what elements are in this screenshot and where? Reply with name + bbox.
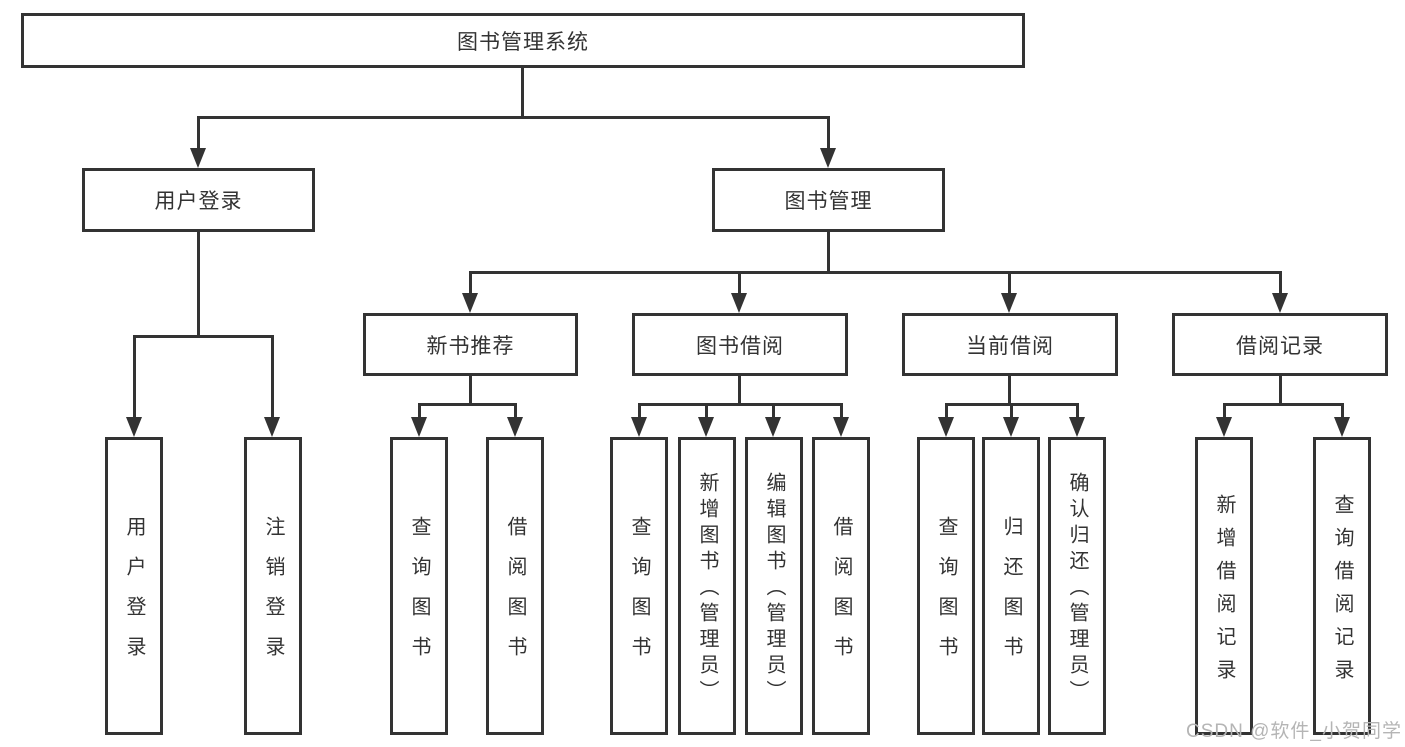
arrow-down-icon bbox=[1272, 293, 1288, 313]
connector-drop-leaf bbox=[133, 335, 136, 418]
arrow-down-icon bbox=[820, 148, 836, 168]
leaf-add-borrow-record: 新增借阅记录 bbox=[1195, 437, 1253, 735]
node-root-library-system: 图书管理系统 bbox=[21, 13, 1025, 68]
connector-drop-level3 bbox=[1279, 271, 1282, 294]
leaf-query-borrow-record: 查询借阅记录 bbox=[1313, 437, 1371, 735]
leaf-confirm-return-admin: 确认归还（管理员） bbox=[1048, 437, 1106, 735]
arrow-down-icon bbox=[1003, 417, 1019, 437]
connector-drop-leaf bbox=[945, 403, 948, 418]
leaf-query-book-3: 查询图书 bbox=[917, 437, 975, 735]
node-book-management: 图书管理 bbox=[712, 168, 945, 232]
arrow-down-icon bbox=[1001, 293, 1017, 313]
connector-drop-leaf bbox=[1076, 403, 1079, 418]
connector-recommend-branch bbox=[418, 403, 517, 406]
arrow-down-icon bbox=[507, 417, 523, 437]
connector-record-stem bbox=[1279, 376, 1282, 405]
leaf-borrow-book-1: 借阅图书 bbox=[486, 437, 544, 735]
arrow-down-icon bbox=[126, 417, 142, 437]
leaf-query-book-2: 查询图书 bbox=[610, 437, 668, 735]
node-borrow-record: 借阅记录 bbox=[1172, 313, 1388, 376]
arrow-down-icon bbox=[190, 148, 206, 168]
connector-drop-leaf bbox=[514, 403, 517, 418]
connector-borrow-branch bbox=[638, 403, 843, 406]
arrow-down-icon bbox=[631, 417, 647, 437]
leaf-edit-book-admin: 编辑图书（管理员） bbox=[745, 437, 803, 735]
arrow-down-icon bbox=[1334, 417, 1350, 437]
arrow-down-icon bbox=[833, 417, 849, 437]
connector-drop-leaf bbox=[638, 403, 641, 418]
connector-root-stem bbox=[521, 68, 524, 117]
arrow-down-icon bbox=[1216, 417, 1232, 437]
leaf-logout: 注销登录 bbox=[244, 437, 302, 735]
arrow-down-icon bbox=[731, 293, 747, 313]
connector-drop-leaf bbox=[271, 335, 274, 418]
connector-drop-level3 bbox=[1008, 271, 1011, 294]
connector-drop-leaf bbox=[1223, 403, 1226, 418]
arrow-down-icon bbox=[698, 417, 714, 437]
connector-recommend-stem bbox=[469, 376, 472, 405]
connector-userlogin-branch bbox=[133, 335, 274, 338]
node-user-login: 用户登录 bbox=[82, 168, 315, 232]
connector-current-stem bbox=[1008, 376, 1011, 405]
arrow-down-icon bbox=[1069, 417, 1085, 437]
csdn-watermark: CSDN @软件_小贺同学 bbox=[1186, 721, 1402, 742]
arrow-down-icon bbox=[938, 417, 954, 437]
node-new-book-recommend: 新书推荐 bbox=[363, 313, 578, 376]
connector-drop-book-management bbox=[827, 116, 830, 149]
connector-drop-leaf bbox=[1010, 403, 1013, 418]
connector-bookmgmt-stem bbox=[827, 232, 830, 273]
connector-drop-level3 bbox=[469, 271, 472, 294]
arrow-down-icon bbox=[411, 417, 427, 437]
connector-borrow-stem bbox=[738, 376, 741, 405]
arrow-down-icon bbox=[765, 417, 781, 437]
connector-drop-leaf bbox=[705, 403, 708, 418]
connector-drop-level3 bbox=[738, 271, 741, 294]
node-book-borrow: 图书借阅 bbox=[632, 313, 848, 376]
arrow-down-icon bbox=[462, 293, 478, 313]
connector-userlogin-stem bbox=[197, 232, 200, 337]
leaf-return-book: 归还图书 bbox=[982, 437, 1040, 735]
leaf-add-book-admin: 新增图书（管理员） bbox=[678, 437, 736, 735]
connector-drop-leaf bbox=[840, 403, 843, 418]
arrow-down-icon bbox=[264, 417, 280, 437]
node-current-borrow: 当前借阅 bbox=[902, 313, 1118, 376]
connector-record-branch bbox=[1223, 403, 1344, 406]
leaf-user-login: 用户登录 bbox=[105, 437, 163, 735]
leaf-borrow-book-2: 借阅图书 bbox=[812, 437, 870, 735]
connector-drop-leaf bbox=[772, 403, 775, 418]
leaf-query-book-1: 查询图书 bbox=[390, 437, 448, 735]
connector-root-branch bbox=[197, 116, 830, 119]
connector-drop-leaf bbox=[418, 403, 421, 418]
connector-drop-user-login bbox=[197, 116, 200, 149]
connector-drop-leaf bbox=[1341, 403, 1344, 418]
connector-bookmgmt-branch bbox=[469, 271, 1282, 274]
